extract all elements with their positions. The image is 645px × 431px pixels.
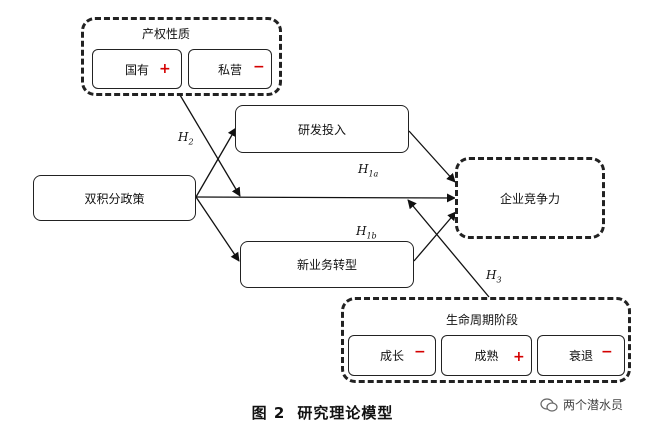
lifecycle-decline-sign: − [601, 344, 613, 360]
arrow-policy-to-transform [195, 196, 240, 262]
figure-caption: 图 2 研究理论模型 [0, 402, 645, 423]
arrow-policy-to-rd [195, 127, 237, 198]
ownership-state-sign: + [159, 61, 171, 77]
lifecycle-group [341, 297, 631, 383]
arrow-policy-to-competitiveness [195, 193, 456, 203]
ownership-state-label: 国有 [124, 62, 149, 77]
arrow-transform-to-competitiveness [413, 211, 457, 262]
node-rd: 研发投入 [235, 105, 409, 153]
node-competitiveness: 企业竞争力 [455, 157, 605, 239]
node-policy-label: 双积分政策 [84, 191, 145, 206]
ownership-private-box: 私营 [188, 49, 272, 89]
hypothesis-h1a: H1a [358, 162, 379, 179]
lifecycle-title: 生命周期阶段 [446, 313, 519, 327]
ownership-state-box: 国有 [92, 49, 182, 89]
ownership-title: 产权性质 [142, 27, 191, 41]
arrow-lifecycle-moderation [407, 199, 490, 298]
hypothesis-h1b: H1b [356, 224, 377, 241]
ownership-group [81, 17, 282, 96]
lifecycle-growth-label: 成长 [379, 349, 404, 363]
lifecycle-decline-box: 衰退 [537, 335, 625, 376]
arrow-rd-to-competitiveness [408, 130, 456, 183]
watermark-text: 两个潜水员 [562, 398, 623, 412]
lifecycle-mature-box: 成熟 [441, 335, 532, 376]
figure-title: 研究理论模型 [297, 404, 394, 422]
figure-number: 图 2 [251, 404, 286, 422]
lifecycle-growth-sign: − [414, 344, 426, 360]
wechat-icon [540, 397, 558, 412]
lifecycle-mature-sign: + [513, 349, 525, 365]
ownership-private-sign: − [253, 59, 265, 75]
ownership-private-label: 私营 [217, 62, 242, 77]
hypothesis-h2: H2 [178, 130, 194, 147]
node-transform: 新业务转型 [240, 241, 414, 288]
lifecycle-growth-box: 成长 [348, 335, 436, 376]
node-transform-label: 新业务转型 [296, 258, 357, 272]
hypothesis-h3: H3 [486, 268, 502, 285]
node-policy: 双积分政策 [33, 175, 196, 221]
watermark: 两个潜水员 [540, 396, 623, 413]
node-rd-label: 研发投入 [297, 122, 346, 137]
node-competitiveness-label: 企业竞争力 [499, 191, 560, 206]
arrow-ownership-moderation [179, 94, 241, 197]
lifecycle-mature-label: 成熟 [474, 349, 499, 363]
lifecycle-decline-label: 衰退 [568, 349, 593, 363]
